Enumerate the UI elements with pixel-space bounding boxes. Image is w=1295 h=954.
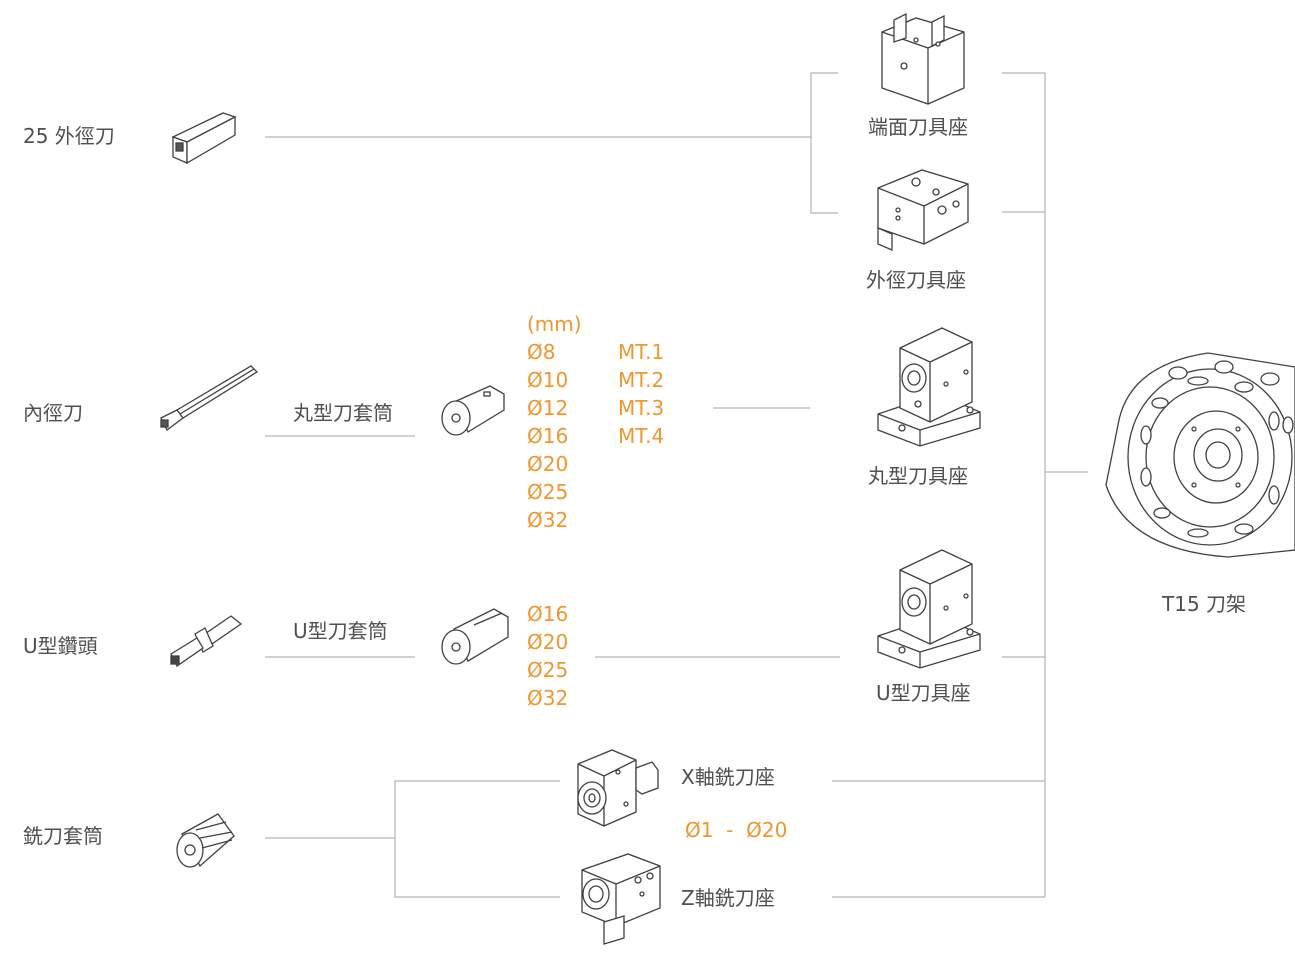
z-mill-holder-label: Z軸銑刀座	[681, 886, 775, 910]
od-holder-label: 外徑刀具座	[866, 268, 966, 292]
x-mill-holder-icon	[572, 742, 664, 834]
round-sleeve-icon	[438, 380, 513, 444]
od-tool-label: 25 外徑刀	[23, 124, 115, 148]
u-diameter-25: Ø25	[527, 658, 569, 682]
round-sleeve-diameters: (mm) Ø8 Ø10 Ø12 Ø16 Ø20 Ø25 Ø32	[527, 310, 582, 534]
u-drill-label: U型鑽頭	[23, 634, 98, 658]
u-diameter-20: Ø20	[527, 630, 569, 654]
taper-mt3: MT.3	[618, 396, 665, 420]
diameter-8: Ø8	[527, 340, 556, 364]
od-tool-icon	[165, 105, 245, 174]
diameter-12: Ø12	[527, 396, 569, 420]
diameter-16: Ø16	[527, 424, 569, 448]
u-sleeve-label: U型刀套筒	[293, 619, 388, 643]
diameter-25: Ø25	[527, 480, 569, 504]
u-drill-icon	[165, 608, 250, 677]
face-holder-icon	[876, 10, 971, 114]
x-mill-holder-label: X軸銑刀座	[681, 765, 775, 789]
taper-mt4: MT.4	[618, 424, 665, 448]
z-mill-holder-icon	[572, 850, 667, 954]
unit-label: (mm)	[527, 312, 582, 336]
u-diameter-16: Ø16	[527, 602, 569, 626]
u-holder-label: U型刀具座	[876, 681, 971, 705]
round-holder-icon	[872, 322, 982, 451]
diameter-32: Ø32	[527, 508, 569, 532]
u-diameter-32: Ø32	[527, 686, 569, 710]
od-holder-icon	[872, 162, 972, 261]
mill-range: Ø1 - Ø20	[685, 818, 788, 842]
mill-collet-label: 銑刀套筒	[23, 824, 103, 848]
taper-mt1: MT.1	[618, 340, 665, 364]
diameter-20: Ø20	[527, 452, 569, 476]
u-sleeve-diameters: Ø16 Ø20 Ø25 Ø32	[527, 600, 568, 712]
morse-tapers: MT.1 MT.2 MT.3 MT.4	[618, 338, 664, 450]
turret-icon	[1098, 345, 1295, 564]
face-holder-label: 端面刀具座	[868, 115, 968, 139]
diameter-10: Ø10	[527, 368, 569, 392]
collet-icon	[170, 808, 240, 877]
round-holder-label: 丸型刀具座	[868, 464, 968, 488]
u-holder-icon	[872, 544, 982, 676]
id-tool-label: 內徑刀	[23, 401, 83, 425]
u-sleeve-icon	[438, 603, 513, 672]
taper-mt2: MT.2	[618, 368, 665, 392]
turret-label: T15 刀架	[1162, 592, 1247, 616]
boring-bar-icon	[155, 362, 265, 446]
round-sleeve-label: 丸型刀套筒	[293, 401, 393, 425]
